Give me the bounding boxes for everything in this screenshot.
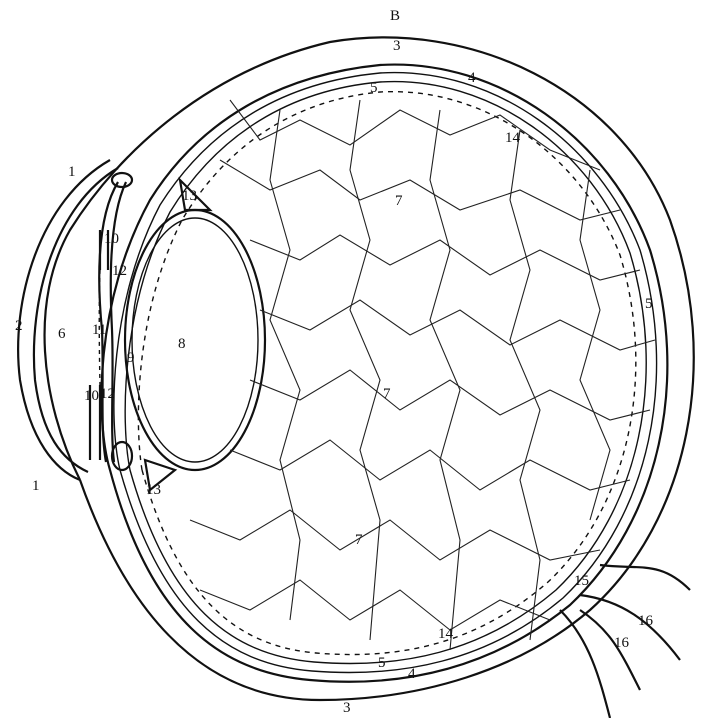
label-1-bottom: 1 — [32, 478, 40, 494]
label-11: 11 — [92, 322, 106, 338]
labels: B 3 3 1 1 2 6 8 9 10 10 11 12 12 13 13 1… — [15, 8, 654, 716]
label-3-top: 3 — [393, 38, 401, 54]
label-16-left: 16 — [614, 635, 630, 651]
label-10-bottom: 10 — [84, 388, 99, 404]
label-15: 15 — [574, 573, 589, 589]
label-5-top: 5 — [370, 80, 378, 96]
label-14-top: 14 — [505, 130, 521, 146]
label-13-bottom: 13 — [146, 482, 161, 498]
label-top-b: B — [390, 8, 400, 24]
label-7-bottom: 7 — [355, 532, 363, 548]
sclera-layers — [45, 37, 694, 700]
label-12-top: 12 — [112, 263, 127, 279]
ciliary-body — [145, 180, 210, 490]
label-2: 2 — [15, 318, 23, 334]
label-4-bottom: 4 — [408, 666, 416, 682]
label-6: 6 — [58, 326, 66, 342]
label-16-right: 16 — [638, 613, 654, 629]
vitreous-cells — [190, 100, 655, 650]
label-9: 9 — [127, 350, 135, 366]
lens — [125, 210, 265, 470]
label-10-top: 10 — [104, 231, 119, 247]
label-7-top: 7 — [395, 193, 403, 209]
label-5-bottom: 5 — [378, 655, 386, 671]
label-13-top: 13 — [182, 188, 197, 204]
label-8: 8 — [178, 336, 186, 352]
label-12-bottom: 12 — [100, 386, 115, 402]
label-4-top: 4 — [468, 70, 476, 86]
label-3-bottom: 3 — [343, 700, 351, 716]
label-7-middle: 7 — [383, 386, 391, 402]
label-14-bottom: 14 — [438, 626, 454, 642]
label-1-top: 1 — [68, 164, 76, 180]
label-5-right: 5 — [645, 296, 653, 312]
